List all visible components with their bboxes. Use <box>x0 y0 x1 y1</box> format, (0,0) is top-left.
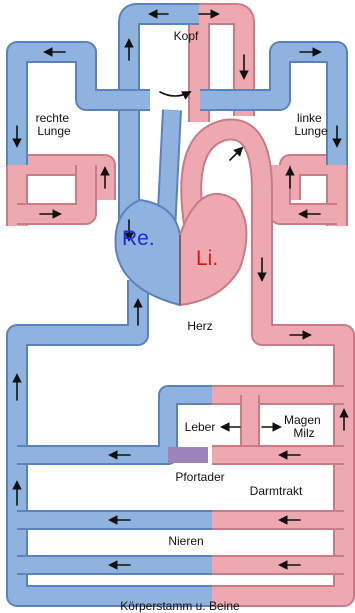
label-liver: Leber <box>185 420 216 434</box>
label-intestinal-tract: Darmtrakt <box>250 484 303 498</box>
flow-arrow-icon <box>160 92 190 96</box>
label-head: Kopf <box>174 29 199 43</box>
label-left-side: Li. <box>196 247 218 270</box>
label-heart: Herz <box>187 319 212 333</box>
heart-right-side <box>116 200 181 305</box>
label-kidneys: Nieren <box>168 534 203 548</box>
portal-vein-segment <box>168 447 208 463</box>
flow-arrow-icon <box>230 148 242 160</box>
label-portal-vein: Pfortader <box>175 470 224 484</box>
label-left-lung: linke Lunge <box>294 111 328 138</box>
label-trunk-legs: Körperstamm u. Beine <box>120 599 240 613</box>
label-right-side: Re. <box>122 227 155 250</box>
label-right-lung: rechte Lunge <box>36 111 73 138</box>
label-stomach-spleen: Magen Milz <box>284 413 324 440</box>
